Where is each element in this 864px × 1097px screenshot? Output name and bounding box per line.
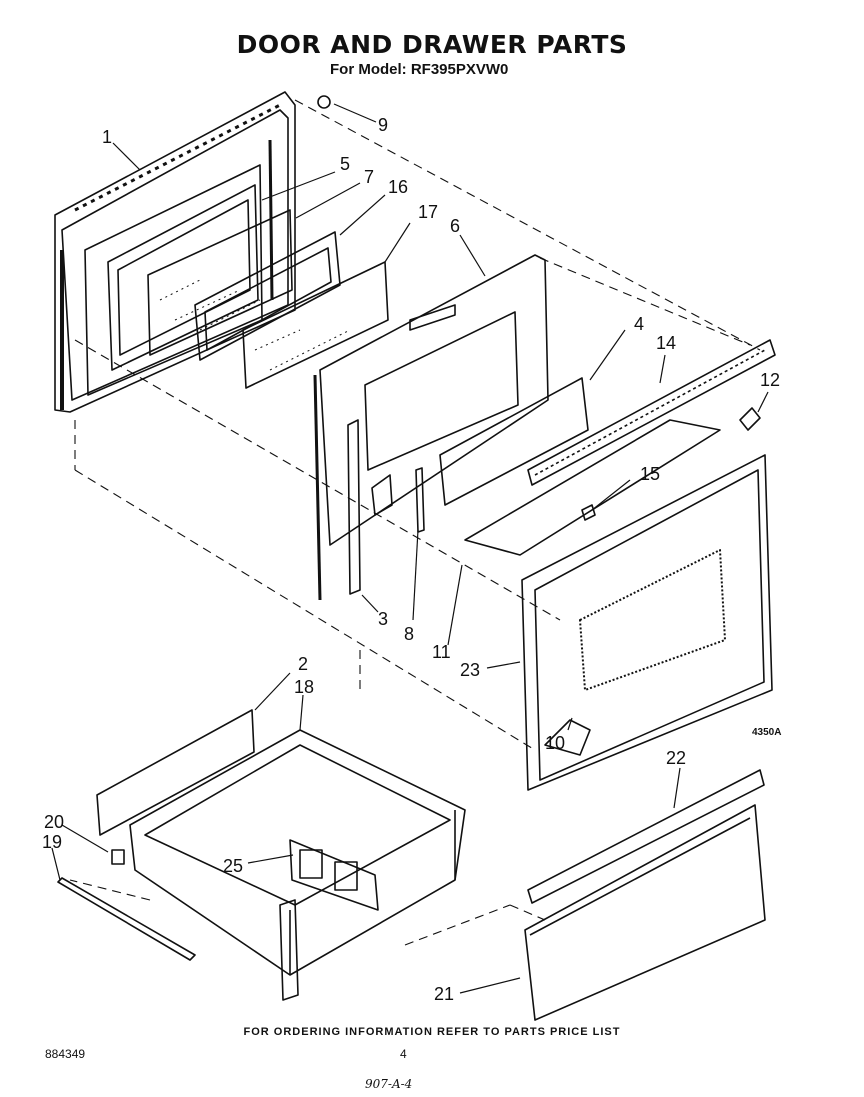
drawer-front-panel xyxy=(96,709,255,836)
callout-18: 18 xyxy=(294,677,314,697)
liner-bracket xyxy=(371,474,393,516)
slide-rail xyxy=(57,877,196,961)
callout-2: 2 xyxy=(298,654,308,674)
callout-21: 21 xyxy=(434,984,454,1004)
model-line: For Model: RF395PXVW0 xyxy=(330,61,509,78)
ordering-note: FOR ORDERING INFORMATION REFER TO PARTS … xyxy=(243,1026,621,1038)
door-bumper xyxy=(544,719,591,756)
document-number: 884349 xyxy=(45,1047,86,1061)
callout-22: 22 xyxy=(666,748,686,768)
assembly-guide-lines xyxy=(69,99,761,946)
callout-9: 9 xyxy=(378,115,388,135)
door-window-frame xyxy=(107,184,259,371)
callout-14: 14 xyxy=(656,333,676,353)
drawer-body xyxy=(129,729,466,1001)
drawer-outer-panel xyxy=(524,804,766,1021)
callout-7: 7 xyxy=(364,167,374,187)
callout-12: 12 xyxy=(760,370,780,390)
callout-8: 8 xyxy=(404,624,414,644)
inner-door-liner xyxy=(313,254,549,601)
callout-17: 17 xyxy=(418,202,438,222)
door-clip xyxy=(581,504,596,521)
callout-11: 11 xyxy=(432,642,451,662)
inner-door-frame xyxy=(194,231,341,361)
page-title: DOOR AND DRAWER PARTS xyxy=(236,30,628,59)
page-number: 4 xyxy=(400,1047,407,1061)
drawer-bracket xyxy=(289,839,379,911)
outer-door-glass-panel xyxy=(521,454,773,791)
door-hinge xyxy=(415,467,425,533)
handle-bracket xyxy=(739,407,761,431)
slide-clip xyxy=(111,849,125,865)
callout-5: 5 xyxy=(340,154,350,174)
callout-15: 15 xyxy=(640,464,660,484)
callout-25: 25 xyxy=(223,856,243,876)
callout-3: 3 xyxy=(378,609,388,629)
outer-door-panel xyxy=(54,91,296,413)
callout-leaders xyxy=(51,103,769,994)
callout-19: 19 xyxy=(42,832,62,852)
callout-20: 20 xyxy=(44,812,64,832)
callout-6: 6 xyxy=(450,216,460,236)
door-screw xyxy=(317,95,331,109)
callout-23: 23 xyxy=(460,660,480,680)
callout-1: 1 xyxy=(102,127,112,147)
callout-10: 10 xyxy=(545,733,565,753)
door-inner-panel xyxy=(439,377,589,506)
door-insulation xyxy=(464,419,721,556)
callout-16: 16 xyxy=(388,177,408,197)
callout-labels: 1 2 3 4 5 6 7 8 9 10 11 12 14 15 16 17 1… xyxy=(42,115,780,1004)
door-trim-strip xyxy=(527,339,776,486)
inner-glass-panel xyxy=(242,261,389,389)
door-glass xyxy=(147,209,293,356)
drawer-trim-strip xyxy=(527,769,765,904)
handwritten-note: 907-A-4 xyxy=(365,1077,413,1091)
callout-4: 4 xyxy=(634,314,644,334)
diagram-code: 4350A xyxy=(752,727,782,738)
side-trim xyxy=(347,419,361,595)
